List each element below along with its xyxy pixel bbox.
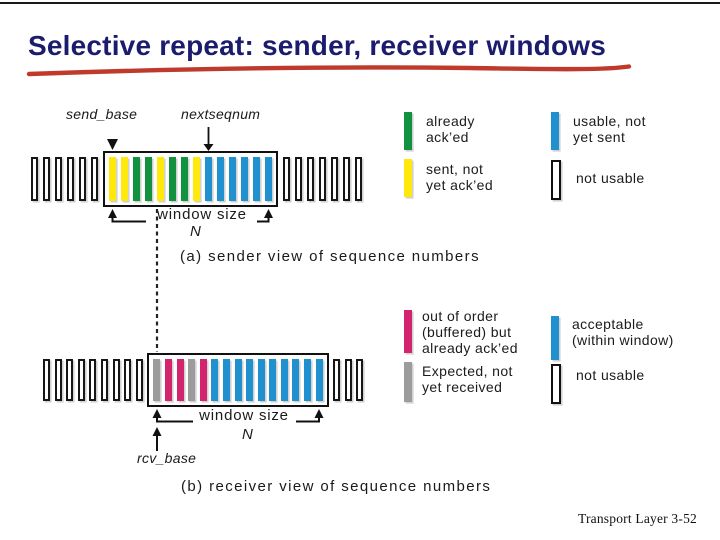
receiver-sequence-row (43, 353, 364, 407)
nextseqnum-label: nextseqnum (181, 106, 261, 122)
yellow-seq-bar (121, 157, 128, 201)
blue-seq-bar (205, 157, 212, 201)
white-seq-bar (355, 157, 362, 201)
blue-seq-bar (211, 359, 219, 401)
receiver-window-n-label: N (242, 426, 254, 443)
blue-seq-bar (265, 157, 272, 201)
green-seq-bar (145, 157, 152, 201)
white-seq-bar (343, 157, 350, 201)
sender-view-caption: (a) sender view of sequence numbers (180, 248, 480, 265)
white-seq-bar (43, 359, 50, 401)
nextseqnum-pointer (203, 127, 214, 151)
legend-swatch-out-of-order (404, 310, 412, 353)
blue-seq-bar (246, 359, 254, 401)
green-seq-bar (133, 157, 140, 201)
rcv-base-pointer (152, 427, 162, 451)
blue-seq-bar (217, 157, 224, 201)
yellow-seq-bar (109, 157, 116, 201)
blue-seq-bar (269, 359, 277, 401)
white-seq-bar (100, 359, 108, 401)
blue-seq-bar (241, 157, 248, 201)
white-seq-bar (66, 359, 74, 401)
receiver-bars-after-window (333, 359, 364, 401)
legend-swatch-not-usable-receiver (551, 364, 561, 404)
slide-page-number: Transport Layer 3-52 (578, 511, 697, 526)
blue-seq-bar (315, 359, 323, 401)
page-title: Selective repeat: sender, receiver windo… (28, 30, 607, 61)
receiver-bars-before-window (43, 359, 143, 401)
send-base-label: send_base (66, 106, 138, 122)
blue-seq-bar (222, 359, 230, 401)
white-seq-bar (54, 359, 62, 401)
white-seq-bar (344, 359, 352, 401)
sender-sequence-row (31, 151, 362, 207)
white-seq-bar (55, 157, 62, 201)
legend-swatch-sent-not-acked (404, 159, 412, 197)
white-seq-bar (356, 359, 364, 401)
blue-seq-bar (280, 359, 288, 401)
white-seq-bar (89, 359, 97, 401)
green-seq-bar (181, 157, 188, 201)
sender-window-n-label: N (190, 223, 202, 240)
title-underline (26, 64, 632, 77)
legend-label-sent-not-acked: sent, not yet ack’ed (426, 161, 494, 193)
white-seq-bar (91, 157, 98, 201)
white-seq-bar (77, 359, 85, 401)
sender-bars-after-window (283, 157, 362, 201)
white-seq-bar (295, 157, 302, 201)
legend-label-not-usable-receiver: not usable (576, 367, 645, 383)
pink-seq-bar (176, 359, 184, 401)
pink-seq-bar (164, 359, 172, 401)
white-seq-bar (43, 157, 50, 201)
white-seq-bar (283, 157, 290, 201)
legend-label-out-of-order: out of order (buffered) but already ack’… (422, 308, 518, 356)
white-seq-bar (331, 157, 338, 201)
white-seq-bar (112, 359, 120, 401)
white-seq-bar (135, 359, 143, 401)
blue-seq-bar (304, 359, 312, 401)
legend-swatch-acceptable (551, 316, 559, 360)
gray-seq-bar (188, 359, 196, 401)
blue-seq-bar (229, 157, 236, 201)
sender-window-box (103, 151, 278, 207)
yellow-seq-bar (193, 157, 200, 201)
receiver-window-size-label: window size (199, 407, 289, 424)
legend-label-already-acked: already ack’ed (426, 113, 475, 145)
blue-seq-bar (253, 157, 260, 201)
white-seq-bar (79, 157, 86, 201)
white-seq-bar (31, 157, 38, 201)
legend-label-acceptable: acceptable (within window) (572, 316, 674, 348)
green-seq-bar (169, 157, 176, 201)
white-seq-bar (124, 359, 132, 401)
white-seq-bar (333, 359, 341, 401)
white-seq-bar (67, 157, 74, 201)
slide-top-border (0, 2, 720, 4)
blue-seq-bar (234, 359, 242, 401)
white-seq-bar (319, 157, 326, 201)
pink-seq-bar (199, 359, 207, 401)
legend-label-usable-not-sent: usable, not yet sent (573, 113, 646, 145)
sender-bars-before-window (31, 157, 98, 201)
legend-swatch-not-usable-sender (551, 160, 561, 200)
gray-seq-bar (153, 359, 161, 401)
send-base-pointer (107, 139, 118, 150)
blue-seq-bar (257, 359, 265, 401)
rcv-base-label: rcv_base (137, 450, 197, 466)
sender-window-size-label: window size (157, 206, 247, 223)
blue-seq-bar (292, 359, 300, 401)
yellow-seq-bar (157, 157, 164, 201)
white-seq-bar (307, 157, 314, 201)
receiver-view-caption: (b) receiver view of sequence numbers (181, 478, 492, 495)
legend-label-not-usable-sender: not usable (576, 170, 645, 186)
legend-swatch-usable-not-sent (551, 112, 559, 150)
receiver-window-box (147, 353, 329, 407)
legend-label-expected: Expected, not yet received (422, 363, 513, 395)
legend-swatch-already-acked (404, 112, 412, 150)
legend-swatch-expected (404, 362, 412, 402)
